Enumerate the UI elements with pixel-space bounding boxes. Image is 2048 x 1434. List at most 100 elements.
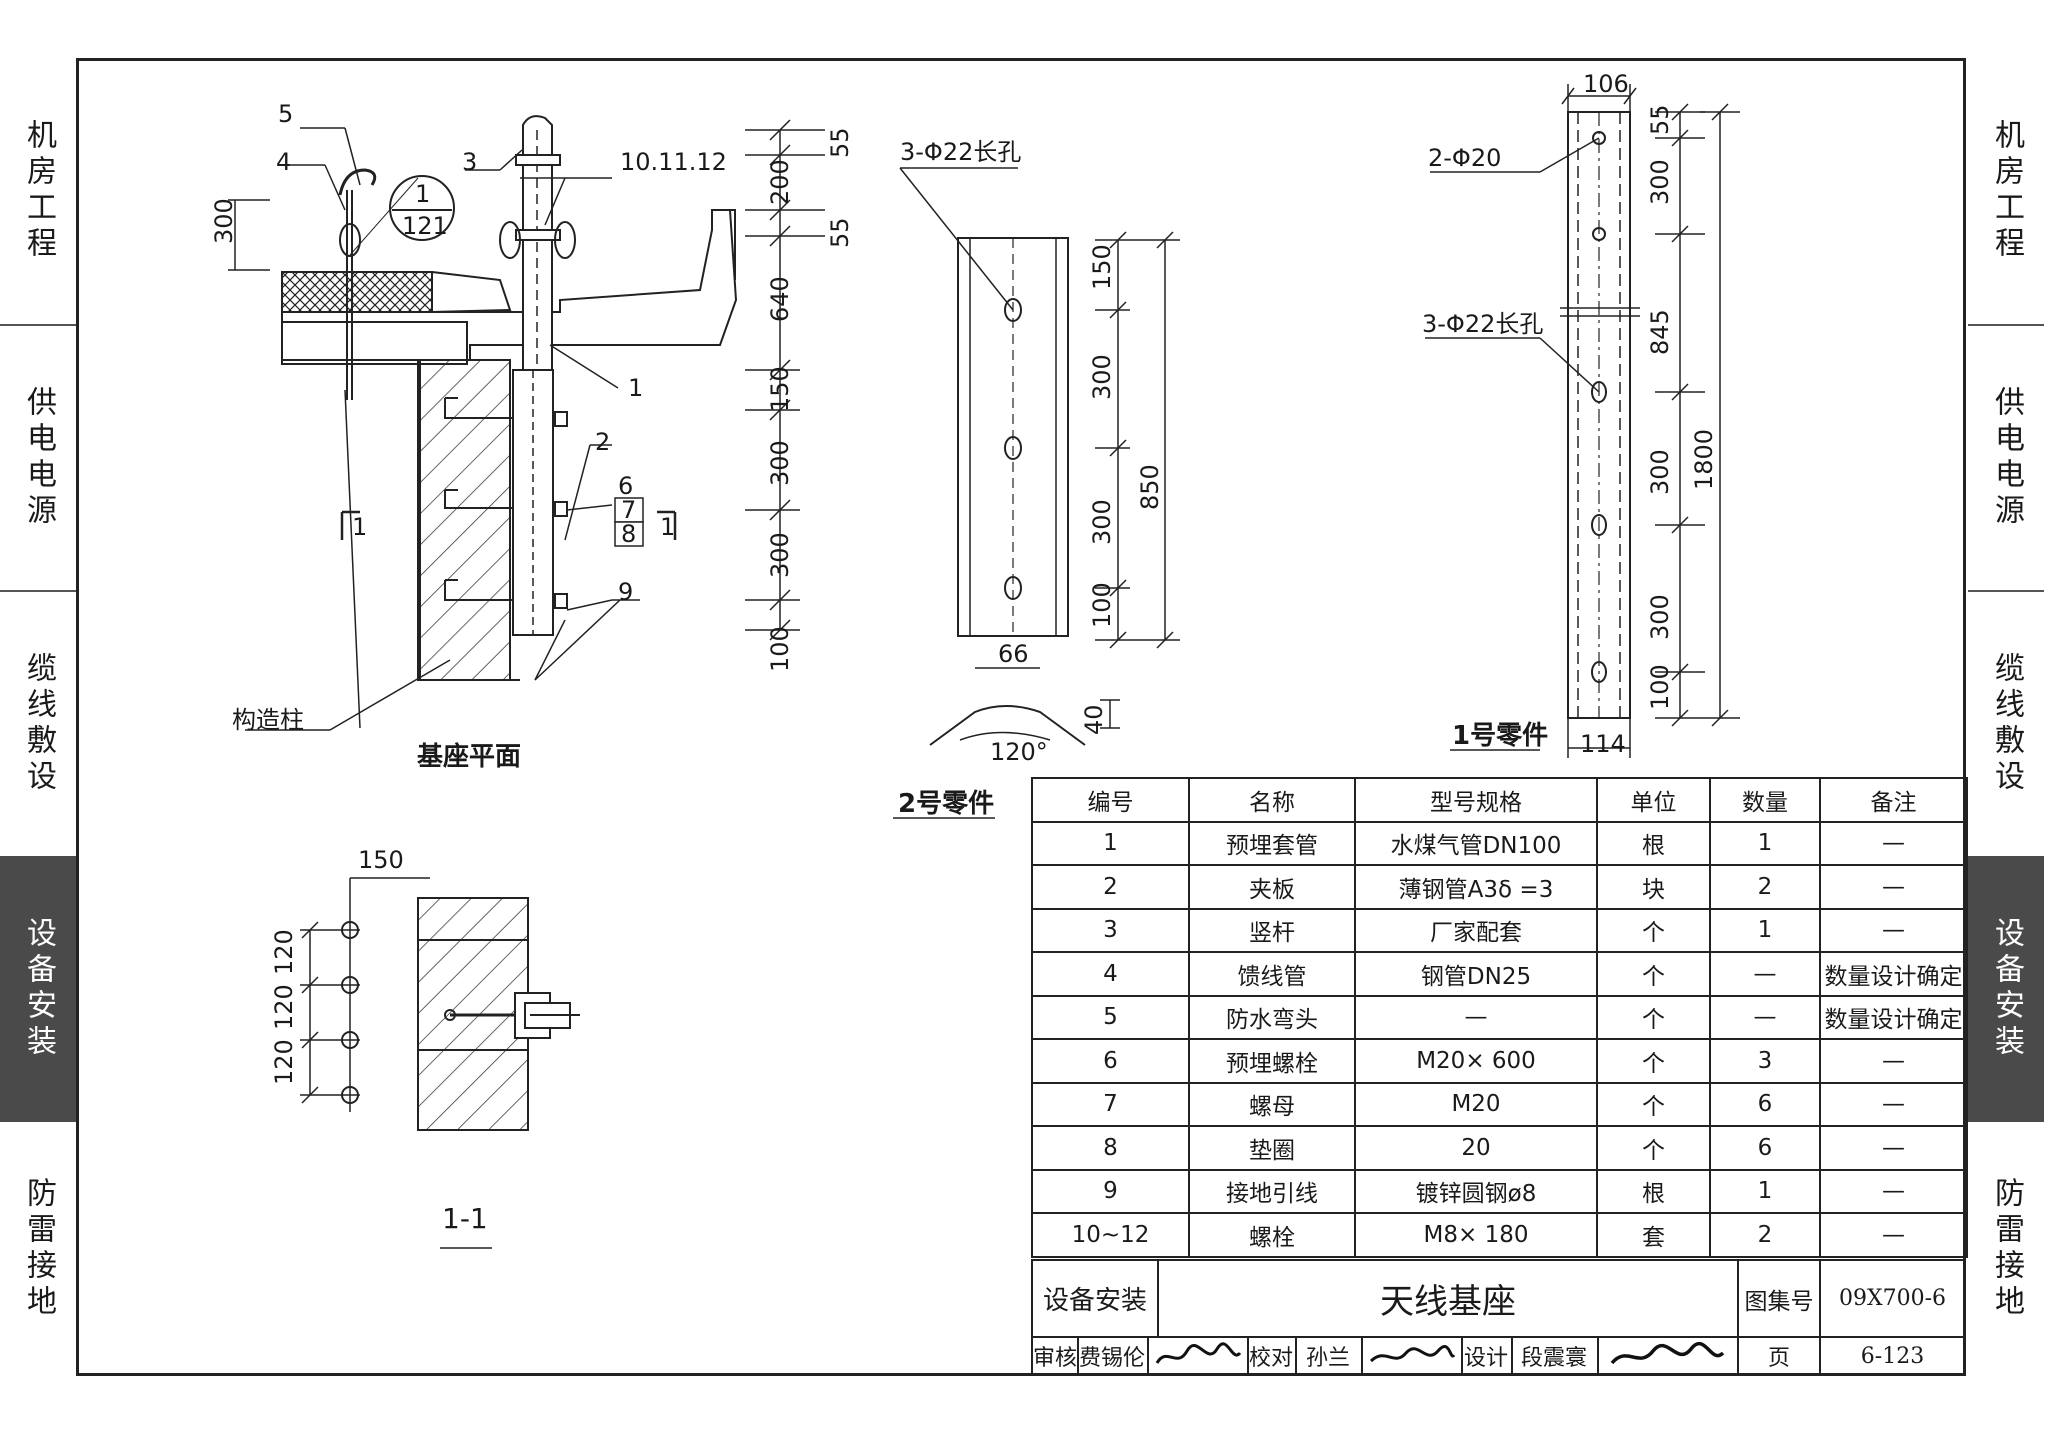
sidebar-tab-machine-room[interactable]: 机房工程 xyxy=(21,119,56,263)
cell-no: 10~12 xyxy=(1031,1212,1190,1258)
ref-page-number: 121 xyxy=(402,212,448,240)
part2-total: 850 xyxy=(1136,464,1164,510)
atlas-label: 图集号 xyxy=(1744,1288,1814,1315)
section-mark-right: 1 xyxy=(660,513,675,541)
callout-9: 9 xyxy=(618,578,633,606)
cell-remark: — xyxy=(1819,907,1968,953)
section-dim-3: 120 xyxy=(270,1039,298,1085)
cell-no: 7 xyxy=(1031,1081,1190,1127)
cell-spec: — xyxy=(1354,994,1598,1040)
cell-no: 8 xyxy=(1031,1125,1190,1171)
sidebar-tab-power-supply[interactable]: 供电电源 xyxy=(1989,386,2024,530)
sidebar-tab-lightning[interactable]: 防雷接地 xyxy=(1989,1177,2024,1321)
cell-unit: 个 xyxy=(1596,1038,1711,1084)
part-1-view xyxy=(1425,84,1740,758)
drawing-frame xyxy=(76,58,1966,1376)
cell-name: 接地引线 xyxy=(1188,1168,1356,1214)
sidebar-tab-cabling[interactable]: 缆线敷设 xyxy=(1989,652,2024,796)
part2-dim-100: 100 xyxy=(1088,582,1116,628)
sidebar-tab-equipment-install[interactable]: 设备安装 xyxy=(1968,856,2044,1122)
part1-top-width: 106 xyxy=(1583,70,1629,98)
cell-spec: 薄钢管A3δ =3 xyxy=(1354,864,1598,910)
cell-unit: 个 xyxy=(1596,994,1711,1040)
cell-name: 竖杆 xyxy=(1188,907,1356,953)
header-spec: 型号规格 xyxy=(1354,777,1598,823)
sidebar-tab-power-supply[interactable]: 供电电源 xyxy=(21,386,56,530)
part2-depth: 40 xyxy=(1080,704,1108,735)
header-name: 名称 xyxy=(1188,777,1356,823)
dim-100: 100 xyxy=(766,626,794,672)
cell-remark: — xyxy=(1819,820,1968,866)
cell-qty: 1 xyxy=(1709,1168,1821,1214)
cell-name: 馈线管 xyxy=(1188,951,1356,997)
header-remark: 备注 xyxy=(1819,777,1968,823)
cell-spec: 钢管DN25 xyxy=(1354,951,1598,997)
callout-10-11-12: 10.11.12 xyxy=(620,148,727,176)
right-sidebar: 机房工程 供电电源 缆线敷设 设备安装 防雷接地 xyxy=(1968,58,2044,1376)
cell-remark: — xyxy=(1819,1168,1968,1214)
part1-dim-845: 845 xyxy=(1646,309,1674,355)
cell-name: 螺母 xyxy=(1188,1081,1356,1127)
callout-5: 5 xyxy=(278,100,293,128)
cell-unit: 个 xyxy=(1596,951,1711,997)
part1-dim-55: 55 xyxy=(1646,104,1674,135)
divider xyxy=(0,590,76,592)
dim-300-a: 300 xyxy=(766,440,794,486)
dim-150: 150 xyxy=(766,366,794,412)
dim-200: 200 xyxy=(766,159,794,205)
part1-dim-300-c: 300 xyxy=(1646,594,1674,640)
cell-spec: 水煤气管DN100 xyxy=(1354,820,1598,866)
cell-no: 9 xyxy=(1031,1168,1190,1214)
dim-640: 640 xyxy=(766,276,794,322)
part1-bottom-width: 114 xyxy=(1580,730,1626,758)
cell-qty: 2 xyxy=(1709,864,1821,910)
cell-qty: 6 xyxy=(1709,1125,1821,1171)
dim-55-top: 55 xyxy=(826,127,854,158)
page-label: 页 xyxy=(1767,1346,1790,1371)
cell-name: 预埋螺栓 xyxy=(1188,1038,1356,1084)
ref-detail-number: 1 xyxy=(415,180,430,208)
divider xyxy=(1968,590,2044,592)
sidebar-tab-cabling[interactable]: 缆线敷设 xyxy=(21,652,56,796)
part1-total: 1800 xyxy=(1690,429,1718,490)
section-dim-2: 120 xyxy=(270,984,298,1030)
callout-2: 2 xyxy=(595,428,610,456)
cell-unit: 个 xyxy=(1596,1081,1711,1127)
cell-unit: 个 xyxy=(1596,1125,1711,1171)
cell-name: 防水弯头 xyxy=(1188,994,1356,1040)
part2-width: 66 xyxy=(998,640,1029,668)
section-dim-1: 120 xyxy=(270,929,298,975)
sidebar-tab-lightning[interactable]: 防雷接地 xyxy=(21,1177,56,1321)
roof-insulation xyxy=(281,271,433,313)
callout-7: 7 xyxy=(621,496,636,524)
cell-unit: 根 xyxy=(1596,820,1711,866)
parapet xyxy=(712,209,736,280)
cell-spec: 厂家配套 xyxy=(1354,907,1598,953)
cell-no: 6 xyxy=(1031,1038,1190,1084)
cell-qty: — xyxy=(1709,994,1821,1040)
section-1-1-view xyxy=(300,877,580,1249)
checker-name: 孙兰 xyxy=(1295,1338,1363,1374)
concrete-column xyxy=(419,359,511,681)
dim-55: 55 xyxy=(826,217,854,248)
sidebar-tab-equipment-install[interactable]: 设备安装 xyxy=(0,856,76,1122)
sidebar-tab-machine-room[interactable]: 机房工程 xyxy=(1989,119,2024,263)
header-unit: 单位 xyxy=(1596,777,1711,823)
base-plan-view xyxy=(228,115,825,731)
page-number: 6-123 xyxy=(1860,1343,1925,1369)
part1-hole-label-b: 3-Φ22长孔 xyxy=(1422,310,1543,338)
designer-name: 段震寰 xyxy=(1511,1338,1599,1374)
cell-remark: — xyxy=(1819,1081,1968,1127)
column-label: 构造柱 xyxy=(232,706,304,734)
part1-title: 1号零件 xyxy=(1452,721,1548,751)
plan-title: 基座平面 xyxy=(417,741,521,772)
cell-qty: 1 xyxy=(1709,820,1821,866)
cell-qty: 6 xyxy=(1709,1081,1821,1127)
